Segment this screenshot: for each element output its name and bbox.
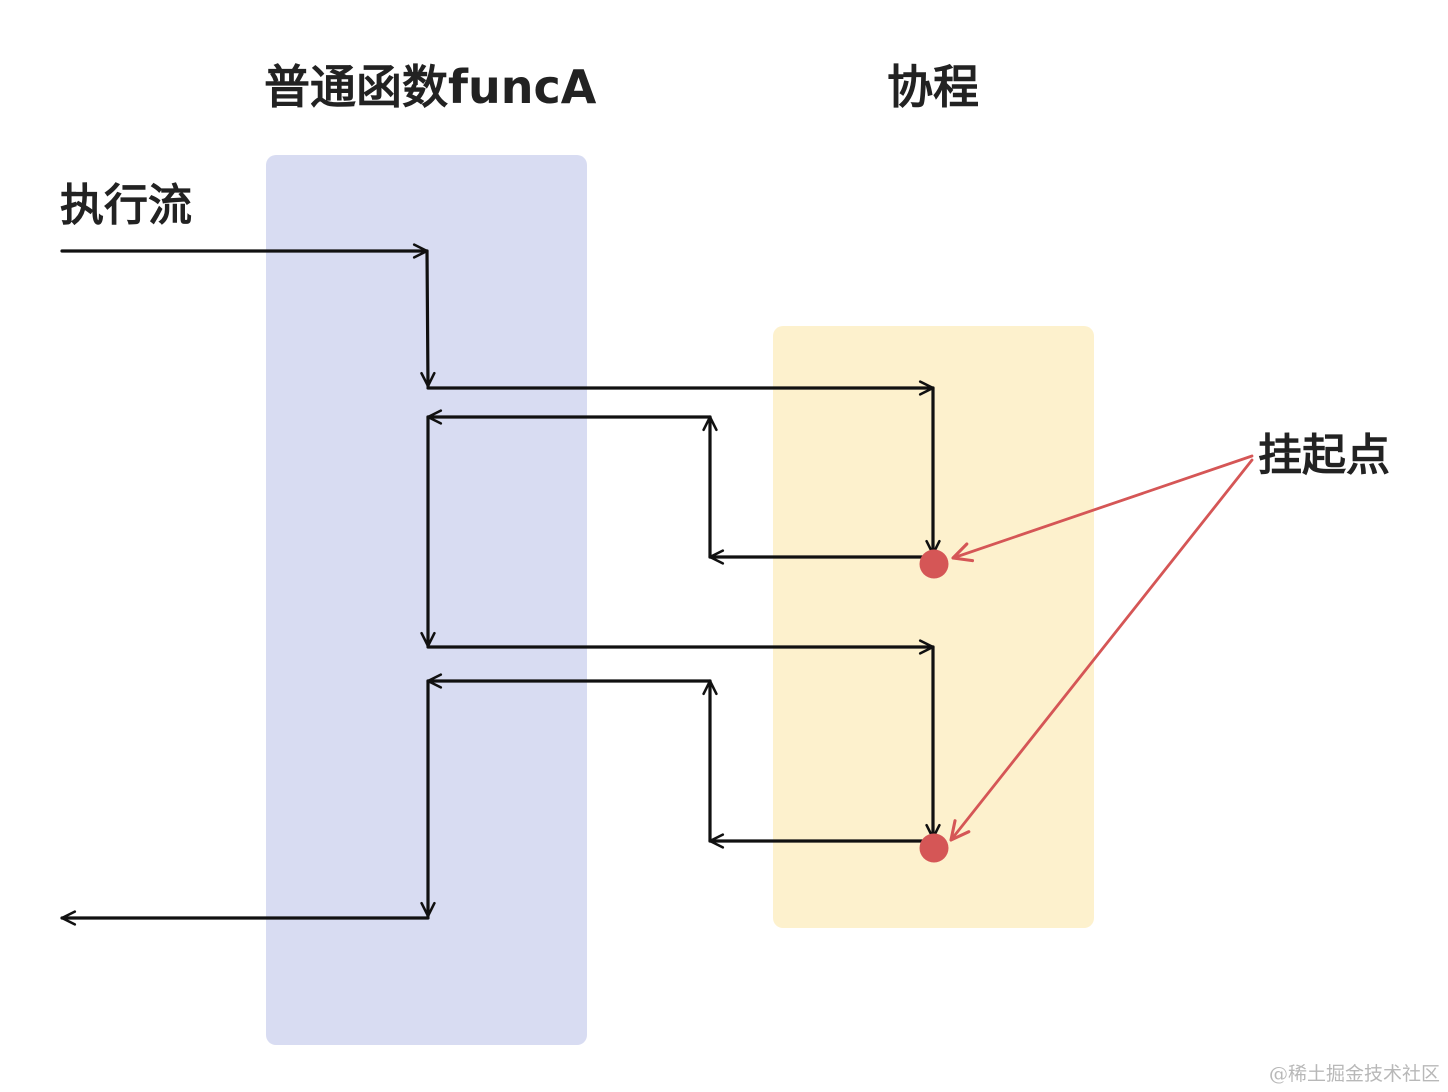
- suspend-pointer-1: [951, 454, 1254, 563]
- flow-down-arrow-1: [420, 249, 436, 388]
- watermark: @稀土掘金技术社区: [1268, 1063, 1440, 1085]
- coroutine-title: 协程: [887, 60, 979, 114]
- suspension-point-label: 挂起点: [1258, 430, 1390, 481]
- suspension-point-2: [919, 833, 949, 863]
- coroutine-region: [773, 326, 1094, 928]
- execution-flow-label: 执行流: [60, 180, 192, 231]
- normal-function-title: 普通函数funcA: [264, 60, 597, 114]
- suspend-pointer-2: [949, 458, 1254, 842]
- suspension-point-1: [919, 549, 949, 579]
